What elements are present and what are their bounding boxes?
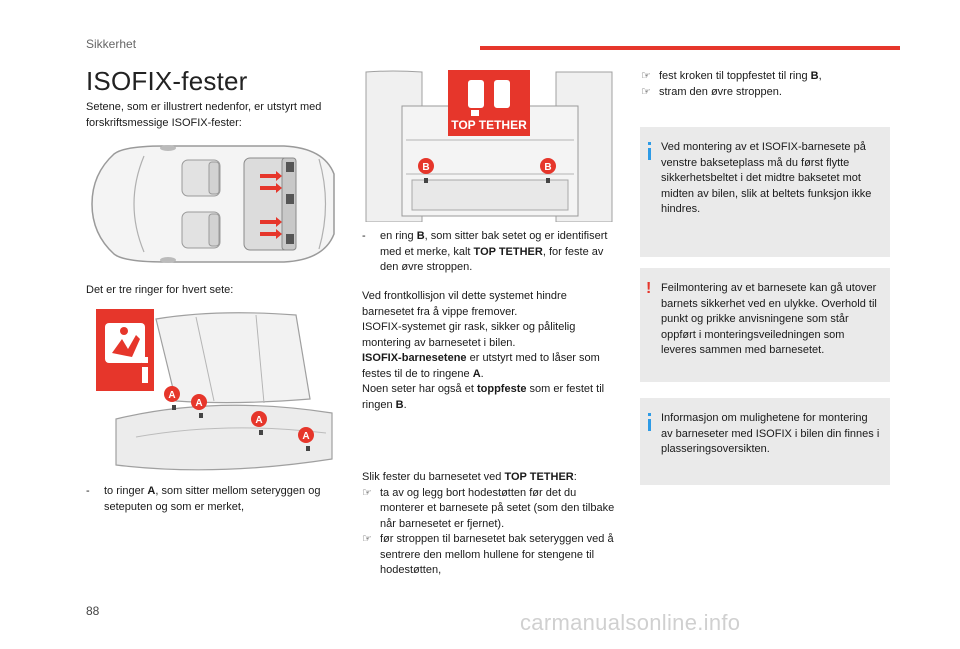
top-tether-instructions: Slik fester du barnesetet ved TOP TETHER… — [362, 470, 618, 579]
top-tether-sign-text: TOP TETHER — [451, 118, 527, 132]
svg-text:B: B — [422, 162, 429, 173]
info-icon — [646, 142, 654, 160]
page-title: ISOFIX-fester — [86, 66, 248, 96]
car-top-view-figure — [91, 145, 335, 263]
info-box-seatbelt: Ved montering av et ISOFIX-barnesete på … — [640, 127, 890, 257]
page-number: 88 — [86, 604, 100, 618]
pointer-icon: ☞ — [362, 533, 372, 545]
tether-steps-continued: ☞fest kroken til toppfestet til ring B, … — [641, 69, 891, 100]
svg-text:A: A — [195, 398, 202, 409]
pointer-icon: ☞ — [362, 486, 372, 499]
pointer-icon: ☞ — [641, 70, 651, 82]
watermark: carmanualsonline.info — [520, 610, 741, 635]
svg-text:B: B — [544, 162, 551, 173]
list-item-ring-a: - to ringer A, som sitter mellom seteryg… — [86, 485, 321, 513]
svg-text:A: A — [255, 415, 262, 426]
intro-text: Setene, som er illustrert nedenfor, er u… — [86, 101, 322, 129]
ring-b-markers: B B — [418, 158, 556, 174]
info-icon — [646, 413, 654, 431]
section-label: Sikkerhet — [86, 37, 137, 51]
warning-box-misinstallation: ! Feilmontering av et barnesete kan gå u… — [640, 268, 890, 382]
svg-text:A: A — [168, 390, 175, 401]
rings-intro-text: Det er tre ringer for hvert sete: — [86, 284, 234, 296]
pointer-icon: ☞ — [641, 85, 651, 98]
header-accent-bar — [480, 46, 900, 50]
info-box-placement: Informasjon om mulighetene for montering… — [640, 398, 890, 485]
ring-a-markers: A A A A — [164, 386, 314, 443]
rear-seat-figure: A A A A — [96, 309, 334, 479]
warning-icon: ! — [646, 280, 652, 297]
list-item-ring-b: - en ring B, som sitter bak setet og er … — [362, 230, 608, 273]
svg-text:A: A — [302, 431, 309, 442]
isofix-description: Ved frontkollisjon vil dette systemet hi… — [362, 290, 605, 411]
trunk-top-tether-figure: TOP TETHER B B — [362, 70, 616, 222]
